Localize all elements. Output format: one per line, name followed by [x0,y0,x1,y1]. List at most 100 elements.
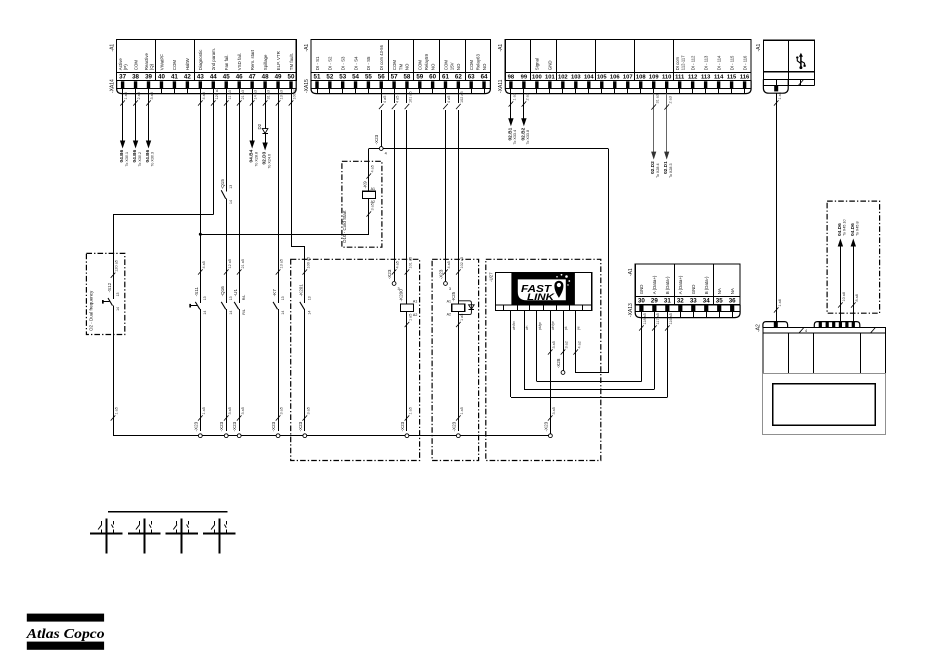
svg-text:-X23: -X23 [543,421,548,431]
svg-text:13 a5: 13 a5 [280,259,284,269]
svg-text:106: 106 [610,74,620,80]
svg-text:3: 3 [449,287,451,291]
svg-text:GND: GND [691,285,696,295]
svg-text:55: 55 [365,73,372,80]
svg-text:DI - 116: DI - 116 [742,55,747,70]
svg-text:Spillage: Spillage [263,54,268,70]
svg-text:A1: A1 [447,300,451,304]
svg-text:13: 13 [229,185,233,189]
svg-text:A (Data+): A (Data+) [678,275,683,294]
svg-text:To X45.10: To X45.10 [843,219,847,236]
svg-text:100: 100 [532,74,542,80]
svg-text:1 a5: 1 a5 [460,314,464,321]
svg-text:-K7: -K7 [272,289,277,297]
svg-text:04.B6: 04.B6 [119,149,125,162]
svg-text:3 a5: 3 a5 [228,407,232,414]
svg-text:108: 108 [636,74,646,80]
svg-text:NA: NA [717,288,722,294]
svg-text:R/L: R/L [242,309,246,315]
svg-text:30: 30 [638,298,645,305]
svg-text:A1: A1 [413,300,417,304]
svg-text:-K201: -K201 [299,284,304,297]
svg-text:DI - S5: DI - S5 [366,56,371,70]
svg-text:109: 109 [649,74,659,80]
svg-text:13: 13 [281,296,285,300]
svg-text:110: 110 [662,74,671,80]
svg-text:15V: 15V [450,62,455,70]
svg-text:-S12: -S12 [107,282,112,292]
svg-text:117 a5: 117 a5 [656,313,660,324]
svg-text:TM: TM [398,64,403,71]
svg-text:11 a3: 11 a3 [228,90,232,99]
svg-text:DI - S1: DI - S1 [315,56,320,70]
svg-text:pk: pk [564,326,568,330]
svg-text:38: 38 [132,73,139,80]
svg-text:102 a5: 102 a5 [460,91,464,103]
svg-text:101 a5: 101 a5 [409,91,413,103]
svg-text:DI com 43-56: DI com 43-56 [379,44,384,70]
svg-text:100 a5: 100 a5 [306,257,310,269]
svg-text:112-117: 112-117 [680,55,685,70]
svg-text:62: 62 [455,73,462,80]
svg-text:58: 58 [403,73,410,80]
svg-text:02.D1: 02.D1 [663,161,669,174]
svg-text:04.B6: 04.B6 [132,149,138,162]
svg-text:4 a5: 4 a5 [202,261,206,268]
svg-text:2 a3: 2 a3 [668,96,672,103]
svg-text:47: 47 [249,73,256,80]
svg-text:4 a5: 4 a5 [447,261,451,268]
svg-text:52: 52 [326,73,333,80]
svg-text:13: 13 [116,292,120,296]
svg-text:54: 54 [352,73,359,80]
svg-text:-XA15: -XA15 [304,79,310,93]
svg-text:45: 45 [223,73,230,80]
svg-text:60: 60 [429,73,436,80]
svg-text:To X33.8: To X33.8 [526,130,530,145]
svg-text:102 a5: 102 a5 [460,257,464,269]
svg-text:35: 35 [716,298,723,305]
svg-text:-X23: -X23 [438,269,443,279]
svg-text:DI - 113: DI - 113 [703,55,708,70]
svg-text:4 a5: 4 a5 [396,261,400,268]
svg-text:1 a3: 1 a3 [513,93,517,100]
svg-text:1 a6: 1 a6 [778,92,782,99]
svg-text:13: 13 [203,296,207,300]
svg-text:3 a5: 3 a5 [280,407,284,414]
svg-text:To X28.4: To X28.4 [656,163,660,178]
svg-text:O2 - Dual frequency: O2 - Dual frequency [89,290,94,331]
svg-text:Fan fail.: Fan fail. [224,55,229,71]
svg-text:A1: A1 [371,187,375,191]
svg-text:O10 - Cold Start: O10 - Cold Start [342,210,347,243]
svg-text:14: 14 [203,311,207,315]
svg-text:A2: A2 [371,200,375,204]
svg-text:14: 14 [229,200,233,204]
svg-text:-A1: -A1 [628,268,634,276]
svg-text:02.B2: 02.B2 [520,127,526,140]
svg-text:4 a5: 4 a5 [370,165,374,172]
svg-text:-XA14: -XA14 [109,79,115,93]
svg-text:102: 102 [558,74,568,80]
svg-text:-K9: -K9 [363,181,368,189]
svg-text:1 a5: 1 a5 [409,314,413,321]
svg-text:(P): (P) [123,64,128,70]
svg-text:105: 105 [597,74,607,80]
svg-text:04.D6: 04.D6 [850,223,856,236]
svg-text:COM: COM [133,60,138,71]
svg-text:3 a5: 3 a5 [306,407,310,414]
svg-text:VSD fail.: VSD fail. [237,53,242,70]
svg-text:61: 61 [442,73,449,80]
svg-text:Diagnostic: Diagnostic [198,49,203,70]
svg-text:-X23: -X23 [271,421,276,431]
svg-text:-X23: -X23 [219,421,224,431]
svg-text:wh: wh [525,326,529,330]
svg-text:To X33.4: To X33.4 [513,130,517,145]
svg-text:31 a3: 31 a3 [655,94,659,104]
svg-text:48: 48 [262,73,269,80]
svg-text:103: 103 [571,74,581,80]
svg-text:53: 53 [339,73,346,80]
svg-text:-XA11: -XA11 [498,79,504,93]
svg-text:-U27: -U27 [489,272,494,282]
svg-text:Atlas Copco: Atlas Copco [25,627,104,642]
svg-text:3 a2: 3 a2 [565,341,569,348]
svg-text:43: 43 [197,73,204,80]
